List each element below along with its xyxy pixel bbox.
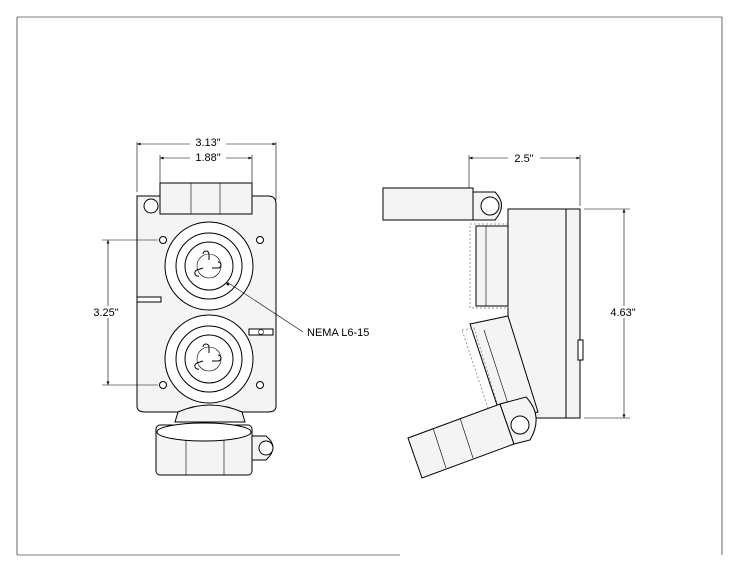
- mount-hole-top-left: [143, 198, 159, 214]
- mount-hole-bottom-right: [258, 440, 274, 456]
- side-dimensions: 2.5" 4.63": [468, 151, 643, 419]
- callout-nema-type: NEMA L6-15: [307, 327, 369, 339]
- screw-hole: [256, 381, 264, 389]
- dim-inner-width: 1.88": [195, 152, 220, 164]
- dim-overall-width: 3.13": [195, 137, 220, 149]
- dim-receptacle-spacing: 3.25": [93, 307, 118, 319]
- receptacle-lower: [164, 314, 254, 404]
- bottom-cover: [155, 404, 274, 476]
- front-view: [136, 182, 304, 476]
- dim-side-depth: 2.5": [514, 153, 533, 165]
- front-dimensions: 3.13" 1.88" 3.25": [86, 136, 277, 386]
- side-top-cover: [382, 187, 474, 221]
- screw-hole: [159, 236, 167, 244]
- side-view: [382, 187, 584, 479]
- screw-hole: [159, 381, 167, 389]
- receptacle-upper: [164, 221, 254, 311]
- dim-overall-height: 4.63": [610, 307, 635, 319]
- screw-hole: [256, 236, 264, 244]
- side-bottom-lid: [407, 403, 515, 479]
- drawing-border: [16, 16, 723, 556]
